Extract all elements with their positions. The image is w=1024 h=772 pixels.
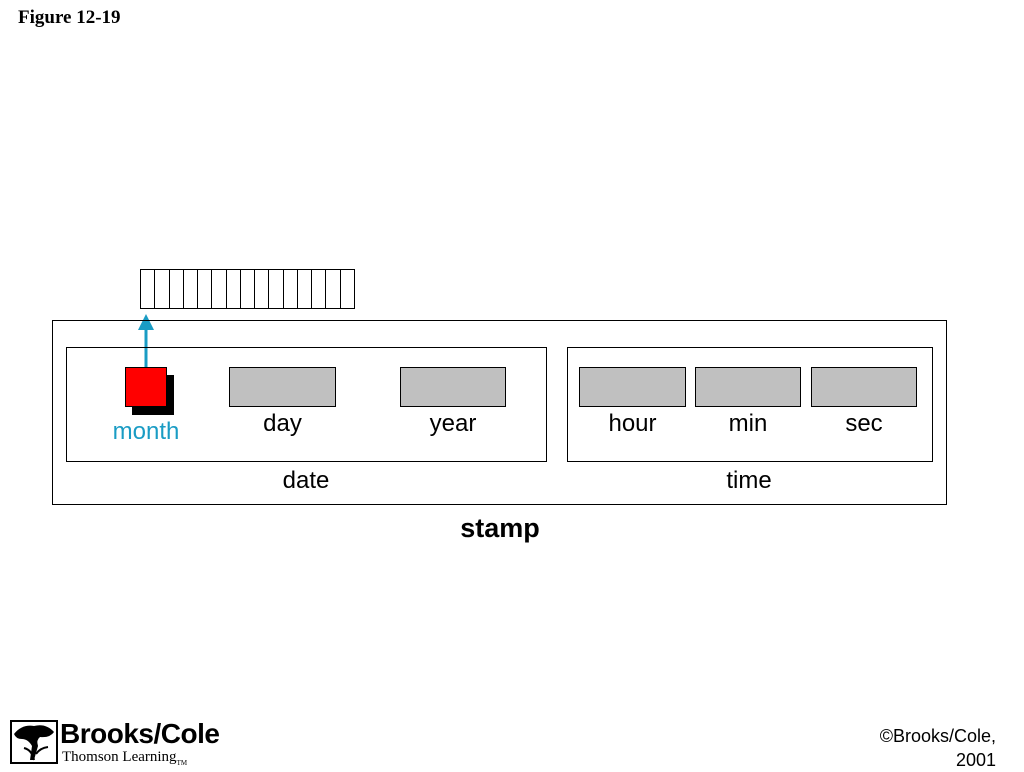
year-label: year	[429, 410, 477, 437]
sec-label: sec	[845, 410, 883, 437]
date-box	[66, 347, 547, 462]
pointer-arrow	[138, 314, 154, 370]
day-field	[229, 367, 336, 407]
hour-label: hour	[608, 410, 657, 437]
stamp-box	[52, 320, 947, 505]
array-cell	[341, 270, 354, 308]
array-cell	[198, 270, 213, 308]
tree-icon	[10, 720, 58, 764]
array-cell	[241, 270, 256, 308]
array-cell	[255, 270, 270, 308]
array-cell	[298, 270, 313, 308]
copyright: ©Brooks/Cole, 2001	[880, 724, 996, 772]
array-cell	[284, 270, 298, 308]
logo-brand: Brooks/Cole	[60, 718, 220, 749]
min-field	[695, 367, 801, 407]
figure-title: Figure 12-19	[18, 7, 121, 28]
stamp-label: stamp	[460, 513, 540, 543]
array-strip	[140, 269, 355, 309]
array-cell	[227, 270, 241, 308]
logo-trademark: TM	[176, 759, 188, 767]
min-label: min	[728, 410, 768, 437]
sec-field	[811, 367, 917, 407]
time-label: time	[726, 467, 772, 494]
array-cell	[312, 270, 327, 308]
array-cell	[184, 270, 199, 308]
array-cell	[326, 270, 341, 308]
time-box	[567, 347, 933, 462]
month-field	[125, 367, 167, 407]
array-cell	[170, 270, 184, 308]
array-cell	[212, 270, 227, 308]
copyright-line1: ©Brooks/Cole,	[879, 726, 996, 746]
year-field	[400, 367, 506, 407]
month-label: month	[112, 418, 180, 445]
logo-subtitle-text: Thomson Learning	[62, 749, 177, 765]
logo-subtitle: Thomson LearningTM	[62, 749, 187, 767]
array-cell	[155, 270, 170, 308]
array-cell	[269, 270, 284, 308]
date-label: date	[282, 467, 330, 494]
copyright-line2: 2001	[955, 750, 996, 770]
day-label: day	[263, 410, 302, 437]
publisher-logo: Brooks/Cole Thomson LearningTM	[10, 718, 250, 767]
array-cell	[141, 270, 156, 308]
hour-field	[579, 367, 686, 407]
